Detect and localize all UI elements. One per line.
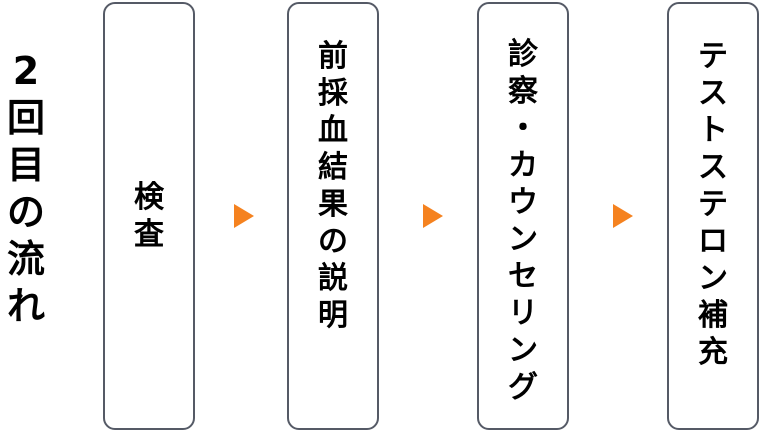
step-char: ス <box>698 76 728 111</box>
title-char: 流 <box>6 237 45 281</box>
step-char: ・ <box>508 111 538 146</box>
step-char: 採 <box>318 76 348 111</box>
step-char: 血 <box>318 113 348 148</box>
step-box-counseling: 診 察 ・ カ ウ ン セ リ ン グ <box>477 2 569 430</box>
title-char: の <box>6 190 45 234</box>
step-char: ン <box>508 333 538 368</box>
step-char: の <box>318 224 348 259</box>
step-box-blood-results: 前 採 血 結 果 の 説 明 <box>287 2 379 430</box>
step-char: 果 <box>318 187 348 222</box>
step-char: セ <box>508 259 538 294</box>
step-char: ウ <box>508 185 538 220</box>
step-char: 査 <box>134 217 164 252</box>
step-char: テ <box>698 187 728 222</box>
step-char: 察 <box>508 74 538 109</box>
step-char: 補 <box>698 298 728 333</box>
step-char: 前 <box>318 39 348 74</box>
step-char: ン <box>508 222 538 257</box>
step-box-exam: 検 査 <box>103 2 195 430</box>
step-char: 説 <box>318 261 348 296</box>
step-char: ロ <box>698 224 728 259</box>
arrow-right-icon <box>613 204 633 228</box>
step-char: ス <box>698 150 728 185</box>
step-char: 充 <box>698 335 728 370</box>
step-char: 診 <box>508 37 538 72</box>
title-char: 目 <box>6 143 45 187</box>
step-char: カ <box>508 148 538 183</box>
title-char: 2 <box>12 49 40 93</box>
step-char: ト <box>698 113 728 148</box>
step-char: 明 <box>318 298 348 333</box>
title-char: れ <box>6 284 45 328</box>
step-char: テ <box>698 39 728 74</box>
section-title: 2 回 目 の 流 れ <box>0 48 52 348</box>
step-char: グ <box>508 370 538 405</box>
step-char: 結 <box>318 150 348 185</box>
arrow-right-icon <box>234 204 254 228</box>
arrow-right-icon <box>423 204 443 228</box>
step-char: 検 <box>134 180 164 215</box>
step-box-testosterone: テ ス ト ス テ ロ ン 補 充 <box>667 2 759 430</box>
step-char: ン <box>698 261 728 296</box>
step-char: リ <box>508 296 538 331</box>
title-char: 回 <box>6 96 45 140</box>
